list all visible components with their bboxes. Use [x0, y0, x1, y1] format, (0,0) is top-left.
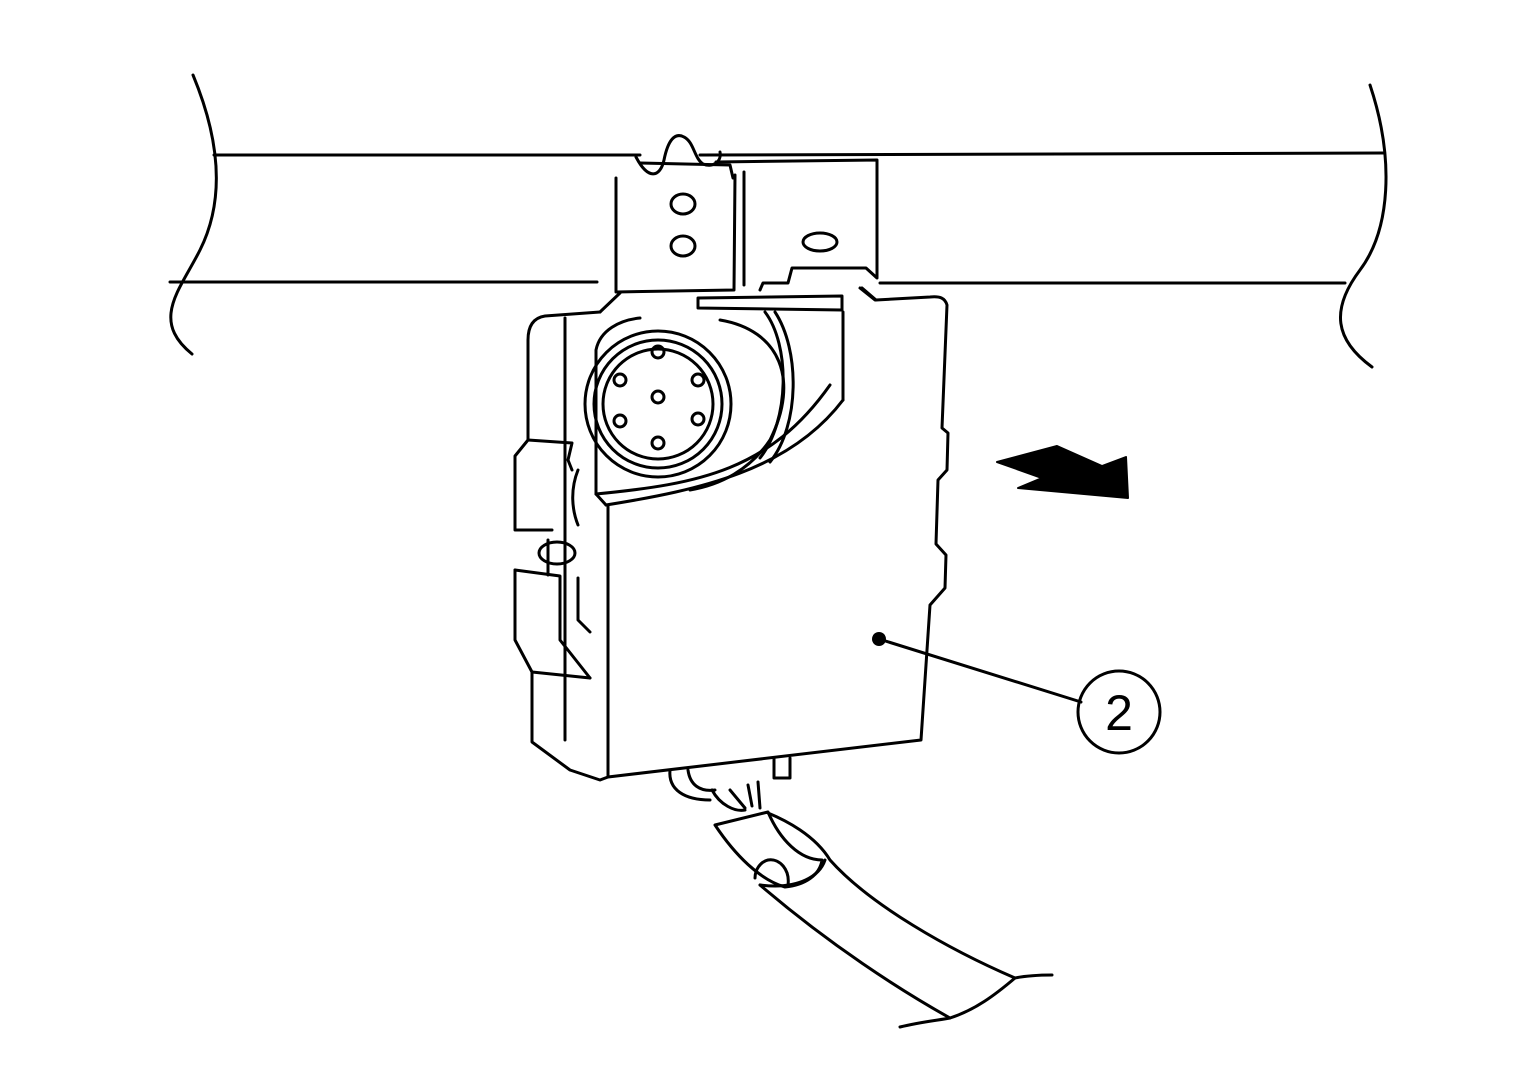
callout-label: 2: [1105, 685, 1133, 741]
wire-harness: [668, 756, 1054, 1029]
callout-2: 2: [872, 632, 1162, 755]
circular-connector: [583, 310, 795, 492]
arrow-right-icon: [996, 445, 1129, 499]
cross-member-beam: [168, 73, 1388, 369]
callout-circle: [1076, 669, 1162, 755]
control-unit: [513, 286, 950, 782]
leader-line: [877, 637, 1083, 704]
mounting-bracket: [598, 134, 879, 314]
